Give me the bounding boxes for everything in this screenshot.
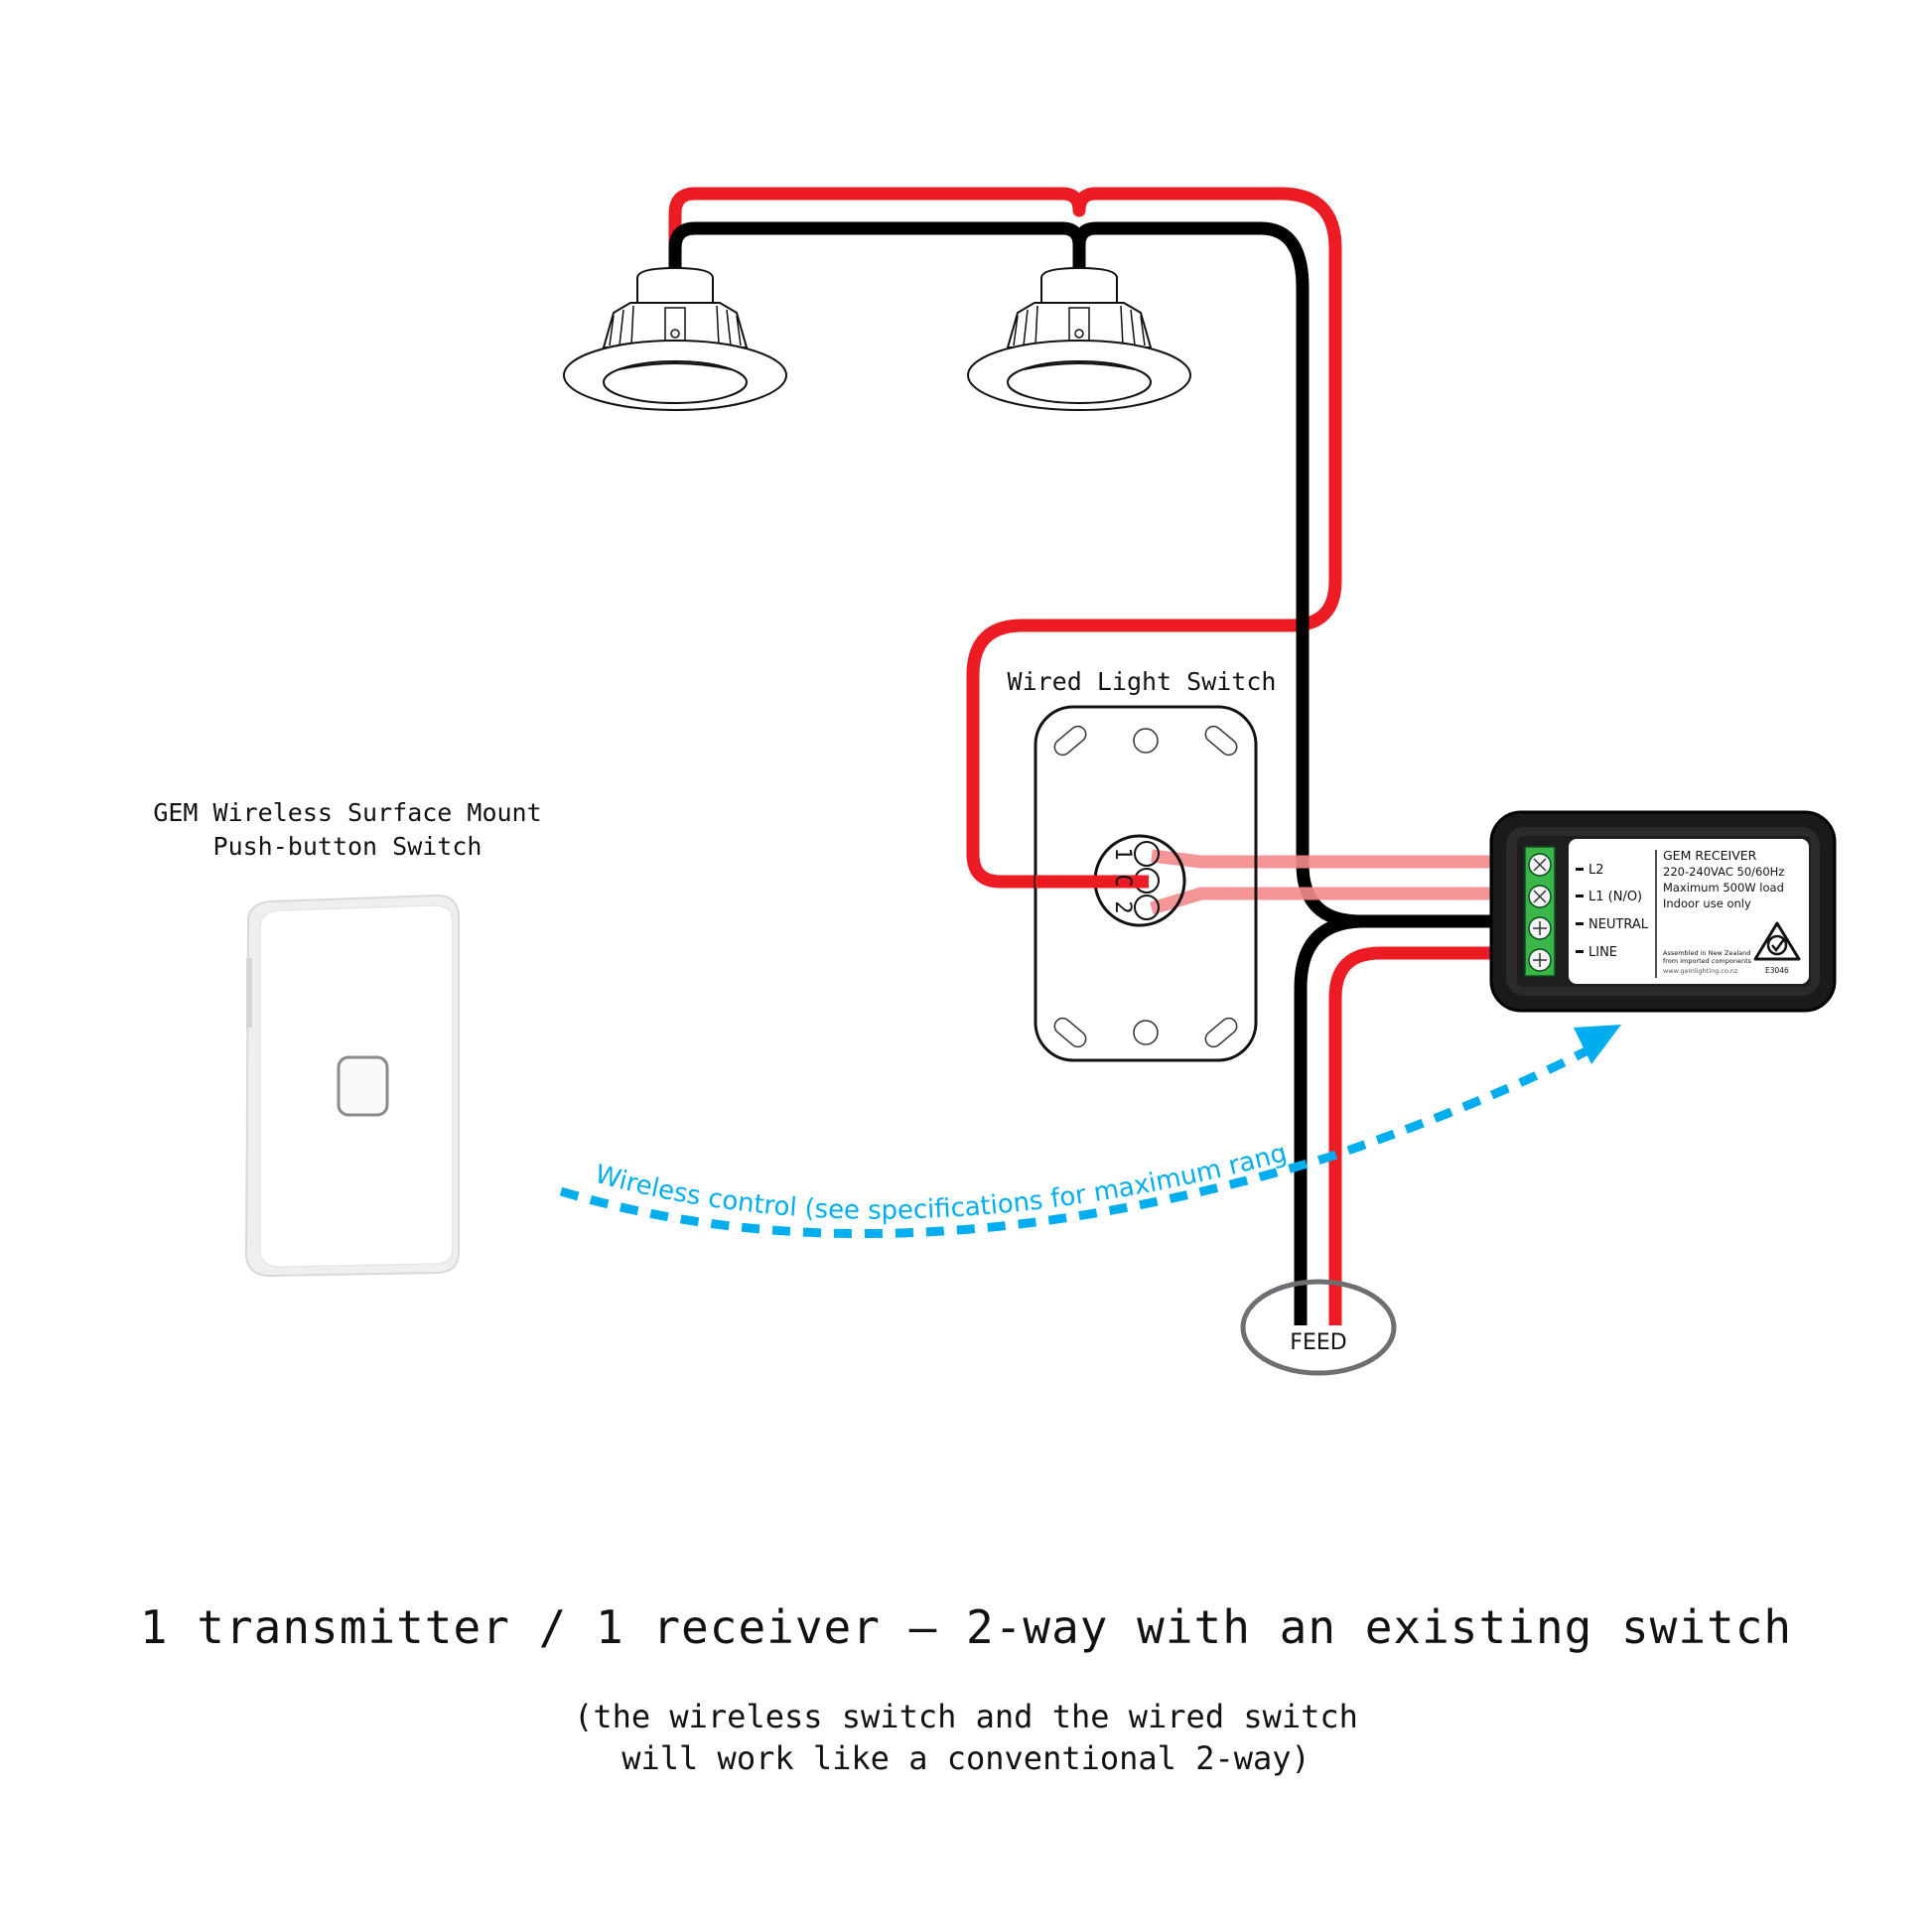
- receiver-spec-voltage: 220-240VAC 50/60Hz: [1663, 865, 1784, 879]
- active-wire-loop: [668, 187, 1342, 889]
- receiver-terminal-neutral: NEUTRAL: [1588, 917, 1649, 932]
- neutral-wire-feed: [1294, 914, 1361, 1325]
- diagram-title: 1 transmitter / 1 receiver – 2-way with …: [139, 1600, 1793, 1654]
- switched-wires: [1150, 849, 1491, 915]
- subtitle-line-1: (the wireless switch and the wired switc…: [574, 1698, 1358, 1735]
- feed-label: FEED: [1290, 1330, 1347, 1355]
- switched-wire-l2: [1151, 849, 1491, 869]
- mounting-holes: [1053, 725, 1238, 1048]
- terminal-label-c: C: [1110, 874, 1135, 887]
- receiver-terminal-screws: [1528, 853, 1552, 972]
- wireless-switch-label: GEM Wireless Surface Mount Push-button S…: [99, 796, 596, 864]
- wireless-switch-label-line2: Push-button Switch: [212, 832, 483, 861]
- neutral-wire-top: [668, 221, 1491, 928]
- receiver-terminal-line: LINE: [1588, 945, 1617, 960]
- receiver-spec-load: Maximum 500W load: [1663, 881, 1784, 895]
- receiver-terminal-l1: L1 (N/O): [1588, 890, 1642, 904]
- wired-switch-label: Wired Light Switch: [1007, 667, 1277, 696]
- wireless-control-arc: Wireless control (see specifications for…: [0, 0, 1621, 1239]
- arrow-head-icon: [1574, 1025, 1621, 1064]
- diagram-subtitle: (the wireless switch and the wired switc…: [0, 1696, 1932, 1779]
- receiver-assembly-1: Assembled in New Zealand: [1663, 949, 1750, 957]
- svg-text:Wireless control (see specific: Wireless control (see specifications for…: [0, 0, 1290, 1226]
- receiver-cert-code: E3046: [1765, 966, 1789, 975]
- push-button[interactable]: [337, 1055, 389, 1117]
- terminal-label-2: 2: [1110, 900, 1135, 913]
- line-wire-feed: [1328, 946, 1491, 1325]
- downlight-1: [563, 266, 787, 411]
- receiver-terminal-l2: L2: [1588, 863, 1604, 878]
- switched-wire-l1: [1150, 887, 1491, 915]
- receiver-website: www.gemlighting.co.nz: [1663, 967, 1738, 975]
- wireless-push-button-switch[interactable]: [244, 894, 460, 1278]
- feed-ring: [1240, 1279, 1397, 1376]
- wireless-switch-label-line1: GEM Wireless Surface Mount: [153, 798, 542, 827]
- receiver-spec-use: Indoor use only: [1663, 897, 1751, 910]
- downlight-2: [967, 266, 1191, 411]
- wireless-control-label: Wireless control (see specifications for…: [0, 0, 1290, 1226]
- wired-light-switch[interactable]: 1 C 2: [1034, 705, 1258, 1062]
- rcm-compliance-icon: [1753, 921, 1801, 961]
- gem-receiver[interactable]: L2 L1 (N/O) NEUTRAL LINE GEM RECEIVER 22…: [1489, 810, 1837, 1013]
- receiver-name: GEM RECEIVER: [1663, 848, 1757, 863]
- receiver-label-panel: [1569, 839, 1809, 984]
- receiver-assembly-2: from imported components: [1663, 957, 1752, 965]
- subtitle-line-2: will work like a conventional 2-way): [621, 1739, 1311, 1777]
- terminal-label-1: 1: [1110, 847, 1135, 860]
